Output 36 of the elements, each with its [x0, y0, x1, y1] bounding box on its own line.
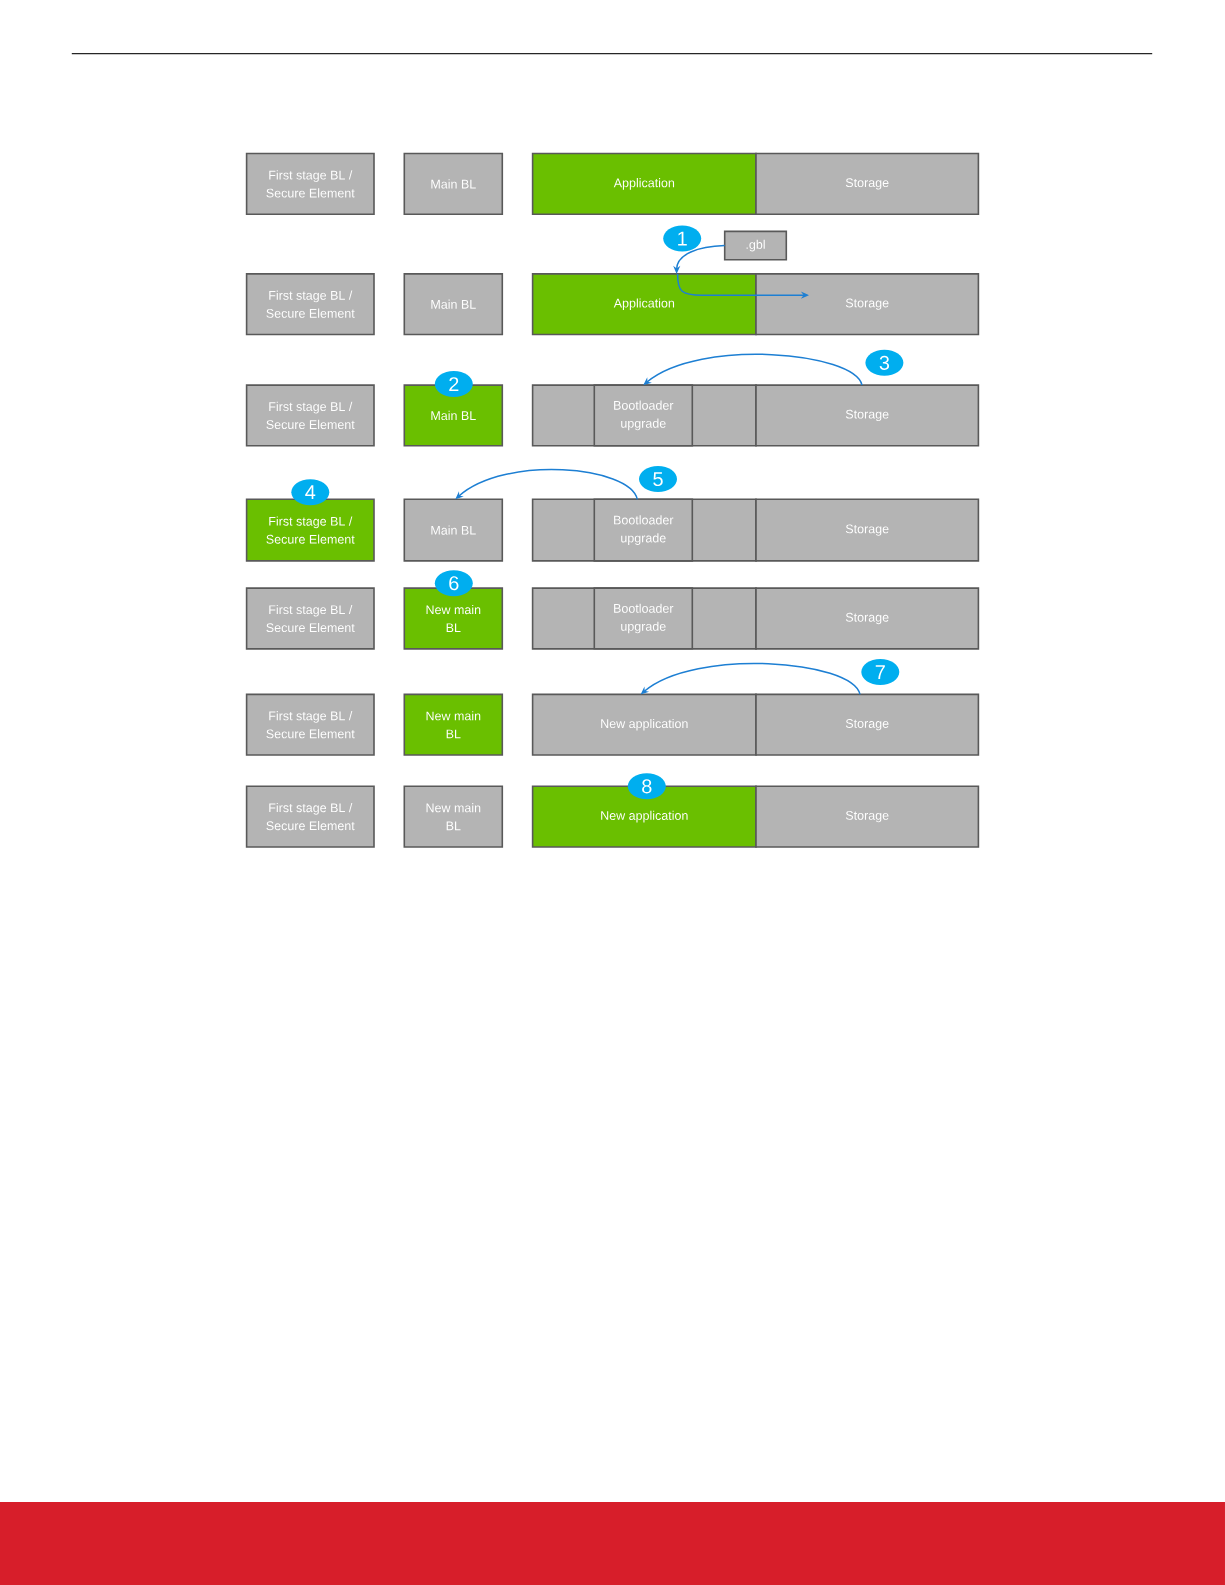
- step-number-badge: 7: [861, 659, 900, 686]
- memory-block: Storage: [755, 384, 980, 447]
- memory-block: Main BL: [403, 273, 504, 336]
- arrow: [643, 353, 863, 386]
- step-number-badge: 1: [663, 225, 702, 252]
- memory-block: Bootloader upgrade: [593, 587, 694, 650]
- step-number-badge: 6: [434, 570, 473, 597]
- step-number-badge: 2: [434, 371, 473, 398]
- memory-block: Application: [531, 152, 757, 216]
- memory-block: First stage BL / Secure Element: [245, 384, 375, 447]
- memory-block: Storage: [755, 693, 980, 756]
- memory-block: Storage: [755, 785, 980, 848]
- memory-block: First stage BL / Secure Element: [245, 785, 375, 848]
- memory-block: Main BL: [403, 498, 504, 562]
- step-number-badge: 3: [865, 349, 904, 376]
- file-box: .gbl: [723, 230, 788, 261]
- memory-block: First stage BL / Secure Element: [245, 152, 375, 216]
- memory-block: Application: [531, 273, 757, 336]
- step-number-badge: 8: [627, 773, 666, 800]
- memory-block: Storage: [755, 498, 980, 562]
- memory-block: First stage BL / Secure Element: [245, 587, 375, 650]
- arrow: [455, 468, 639, 501]
- memory-block: Main BL: [403, 152, 504, 216]
- memory-block: Storage: [755, 152, 980, 216]
- memory-block: First stage BL / Secure Element: [245, 693, 375, 756]
- memory-block: New application: [531, 693, 757, 756]
- memory-block: New main BL: [403, 693, 504, 756]
- memory-block: Storage: [755, 587, 980, 650]
- memory-block: First stage BL / Secure Element: [245, 273, 375, 336]
- step-number-badge: 4: [291, 479, 330, 506]
- memory-block: Storage: [755, 273, 980, 336]
- step-number-badge: 5: [639, 466, 677, 493]
- memory-block: New main BL: [403, 785, 504, 848]
- memory-block: First stage BL / Secure Element: [245, 498, 375, 562]
- memory-block: Bootloader upgrade: [593, 498, 694, 562]
- memory-block: Bootloader upgrade: [593, 384, 694, 447]
